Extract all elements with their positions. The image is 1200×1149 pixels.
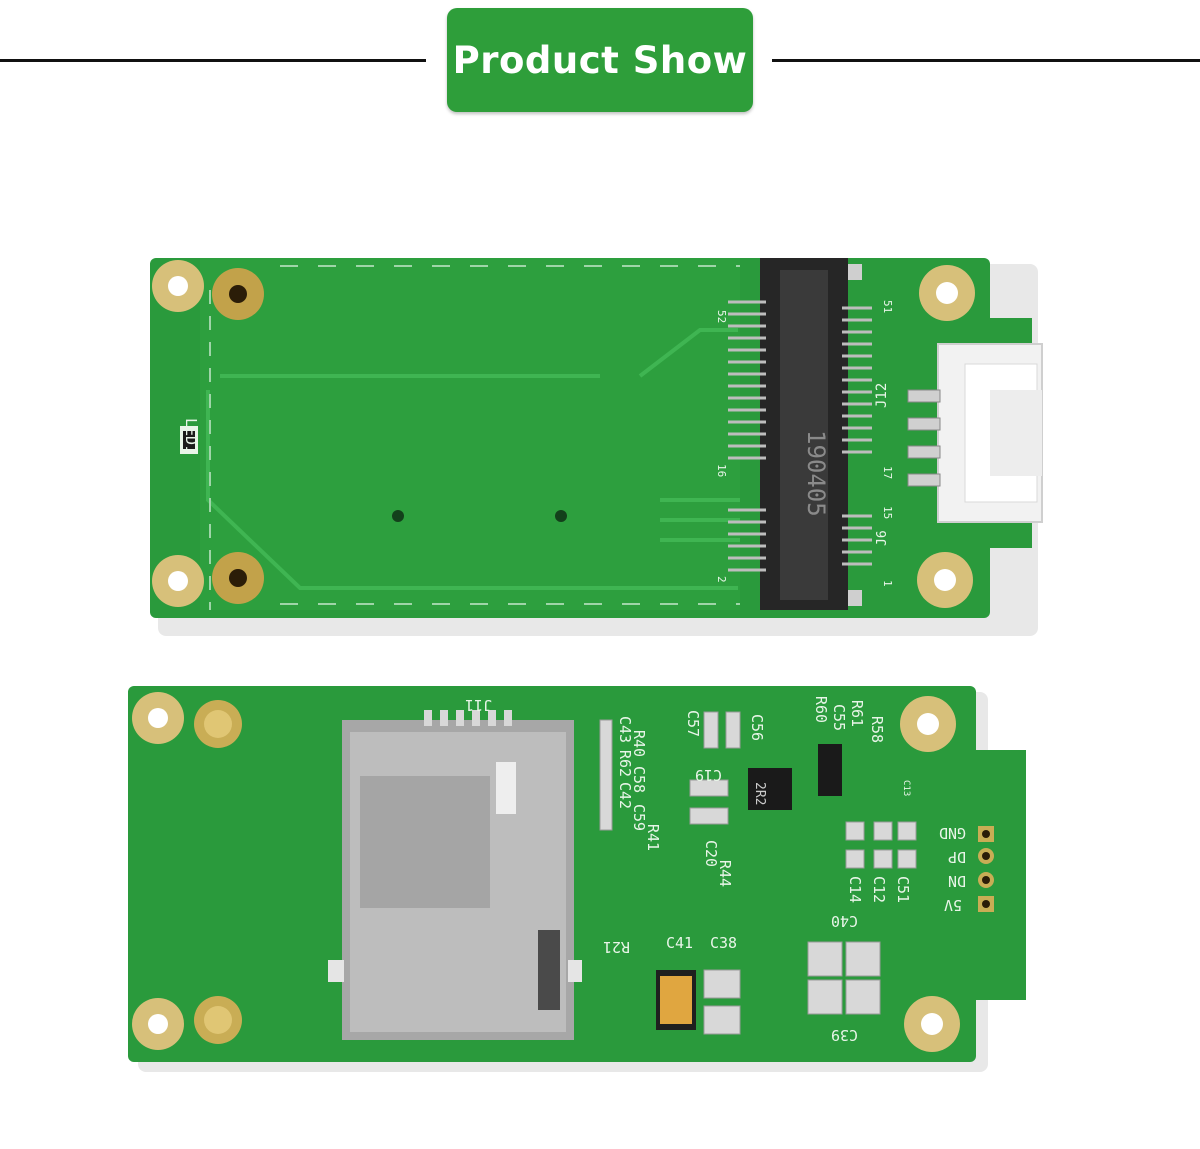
pcb-bottom-view: J11 C57 C56 R60 C55 R61 R58 C19 2R2 C13 …: [128, 686, 1026, 1072]
silk-label: C58: [630, 766, 648, 793]
silk-label: R61: [848, 700, 866, 727]
silk-label: C51: [894, 876, 912, 903]
usb-header-pins: [978, 826, 994, 912]
silk-label: C55: [830, 704, 848, 731]
silk-label: C13: [901, 780, 911, 796]
silk-label: DN: [948, 872, 966, 890]
silk-label: C19: [695, 766, 722, 784]
silk-label: 1: [881, 580, 894, 587]
silk-label: C42: [616, 782, 634, 809]
title-badge: Product Show: [447, 8, 753, 112]
silk-label: C39: [831, 1026, 858, 1044]
inductor: [748, 768, 792, 810]
silk-label: R58: [868, 716, 886, 743]
silk-label: C40: [831, 912, 858, 930]
silk-label: 52: [715, 310, 728, 323]
silk-label: C38: [710, 934, 737, 952]
silk-label: J11: [465, 696, 492, 714]
silk-label: C20: [702, 840, 720, 867]
silk-label: J6: [875, 530, 890, 546]
silk-label: 2: [715, 576, 728, 583]
silk-label: DP: [948, 848, 966, 866]
silk-label: R60: [812, 696, 830, 723]
gold-pad: [194, 700, 242, 1044]
silk-label: R41: [644, 824, 662, 851]
mounting-hole: [132, 692, 960, 1052]
pcb-top-view: LED1 J12 J6 190405 52 51 16 17 15 1 2: [150, 258, 1043, 636]
chip-marking: 190405: [802, 430, 830, 517]
tantalum-capacitor: [660, 976, 692, 1024]
silk-label: C43: [616, 716, 634, 743]
chip-marking: 2R2: [752, 782, 767, 805]
silk-label: 15: [881, 506, 894, 519]
silk-label: 5V: [944, 896, 962, 914]
gold-pad: [212, 268, 264, 604]
mounting-hole: [152, 260, 975, 608]
silk-label: 17: [881, 466, 894, 479]
silk-label: 51: [881, 300, 894, 313]
silk-label: 16: [715, 464, 728, 477]
silk-label: C56: [748, 714, 766, 741]
silk-label: C12: [870, 876, 888, 903]
silk-label: R44: [716, 860, 734, 887]
silk-label: R40: [630, 730, 648, 757]
silk-label: J12: [874, 383, 890, 408]
silk-label: R21: [603, 938, 630, 956]
silk-label: GND: [939, 824, 966, 842]
silk-label: C57: [684, 710, 702, 737]
page-title: Product Show: [452, 38, 748, 82]
silk-label: C59: [630, 804, 648, 831]
silk-label: C14: [846, 876, 864, 903]
header-rule-left: [0, 59, 426, 62]
silk-label: LED1: [182, 418, 200, 454]
silk-label: C41: [666, 934, 693, 952]
silk-label: R62: [616, 750, 634, 777]
header-rule-right: [772, 59, 1200, 62]
